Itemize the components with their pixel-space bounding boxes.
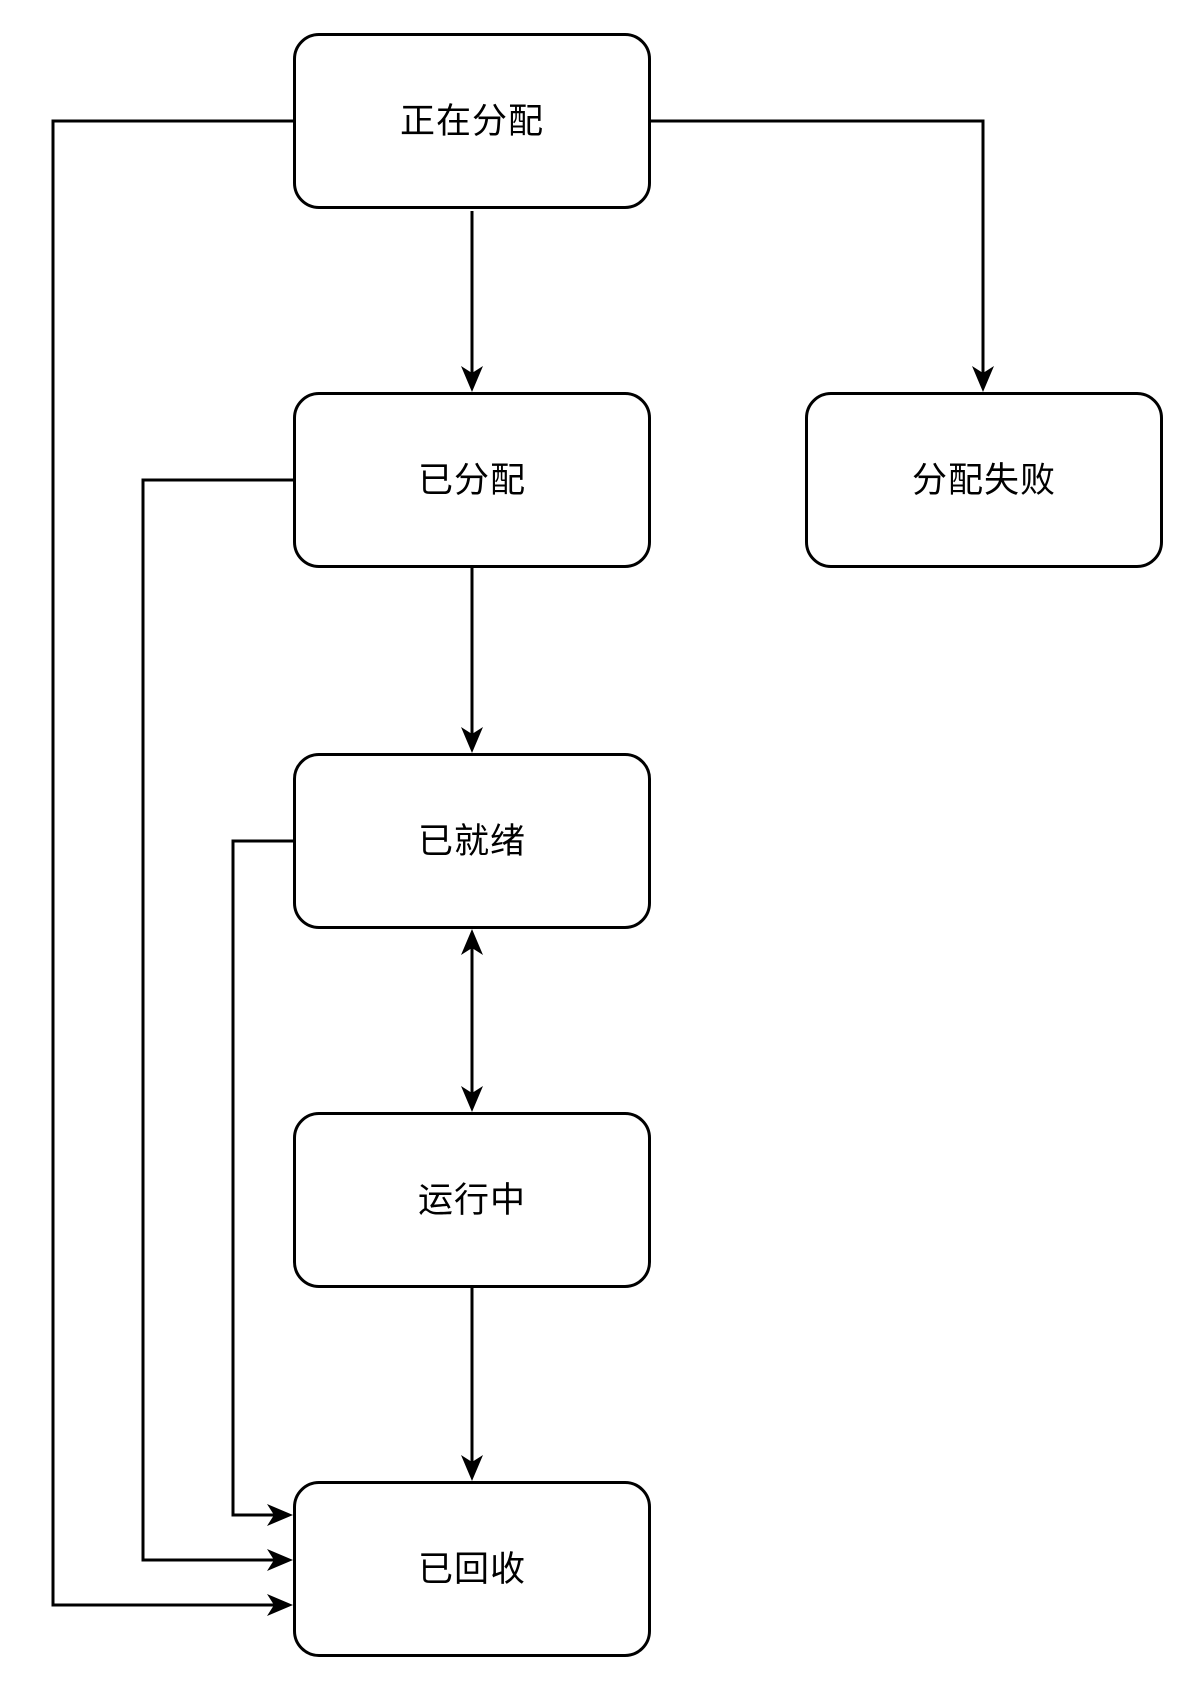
edge-allocating-to-recycled (51, 119, 293, 1616)
node-allocation-failed-label: 分配失败 (911, 460, 1056, 500)
node-allocating: 正在分配 (293, 33, 651, 209)
edge-allocating-to-allocation-failed (651, 119, 994, 392)
edge-ready-to-recycled (231, 839, 293, 1526)
node-recycled-label: 已回收 (417, 1549, 526, 1589)
node-allocated: 已分配 (293, 392, 651, 568)
node-running: 运行中 (293, 1112, 651, 1288)
node-ready: 已就绪 (293, 753, 651, 929)
node-allocating-label: 正在分配 (399, 101, 544, 141)
node-allocation-failed: 分配失败 (805, 392, 1163, 568)
edge-allocated-to-recycled (141, 478, 293, 1571)
node-recycled: 已回收 (293, 1481, 651, 1657)
node-ready-label: 已就绪 (417, 821, 526, 861)
node-running-label: 运行中 (417, 1180, 526, 1220)
node-allocated-label: 已分配 (417, 460, 526, 500)
